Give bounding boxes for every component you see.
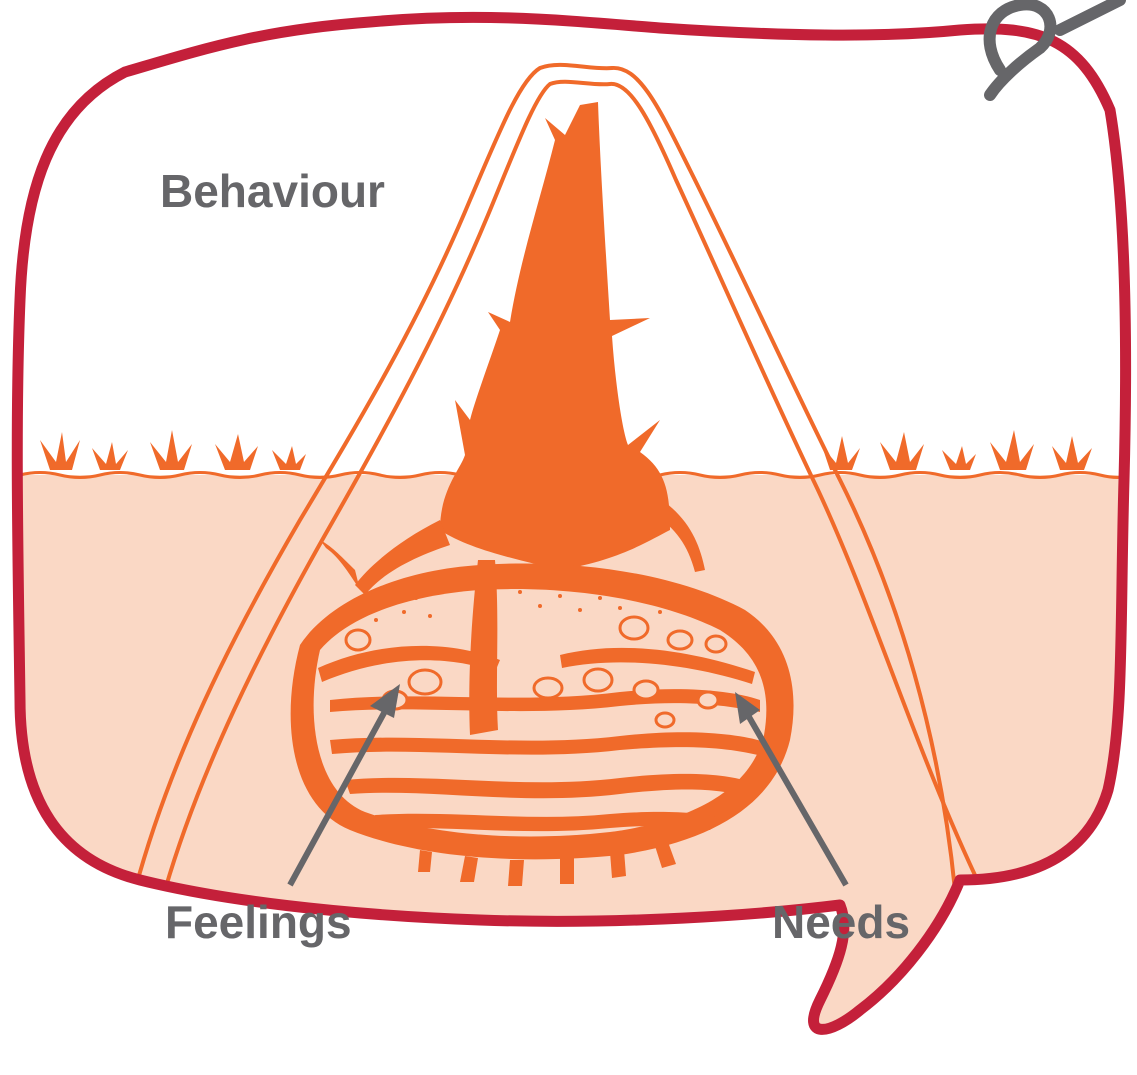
label-behaviour: Behaviour xyxy=(160,165,385,217)
label-feelings: Feelings xyxy=(165,896,352,948)
label-needs: Needs xyxy=(772,896,910,948)
